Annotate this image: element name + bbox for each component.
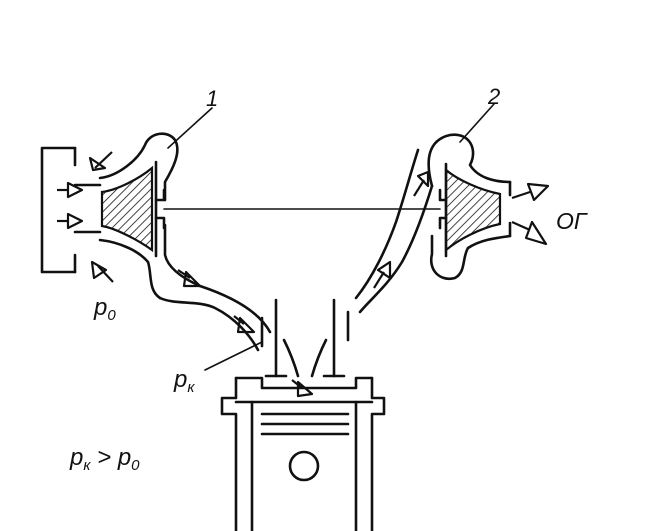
exhaust-valve <box>322 298 350 378</box>
pressure-inequality: pк > p0 <box>70 444 140 474</box>
exhaust-pipe-arrow <box>373 260 392 289</box>
turbine-inlet-arrow <box>413 170 430 197</box>
compressor-wheel <box>100 160 158 258</box>
ambient-pressure-symbol: p <box>94 294 108 321</box>
intake-arrow-2 <box>57 212 84 230</box>
air-intake-bracket <box>40 146 102 274</box>
ambient-pressure-label: p0 <box>94 294 116 324</box>
compressor-housing <box>98 132 272 352</box>
turbo-shaft <box>154 188 448 230</box>
boost-arrow-1 <box>177 269 202 288</box>
inequality-right-subscript: 0 <box>131 457 140 474</box>
turbine-wheel <box>444 162 502 258</box>
exhaust-arrow-bottom <box>511 220 548 246</box>
intake-arrow-1 <box>57 181 84 199</box>
inequality-sign: > <box>90 444 118 471</box>
turbine-number-label: 2 <box>488 84 501 109</box>
inequality-left-subscript: к <box>83 457 91 474</box>
exhaust-arrow-top <box>511 182 550 202</box>
boost-pressure-label: pк <box>174 366 194 396</box>
leader-lines <box>167 103 495 371</box>
compressor-number-label: 1 <box>206 86 219 111</box>
inequality-left-symbol: p <box>70 444 84 471</box>
boost-arrow-2 <box>233 315 256 334</box>
engine-cylinder <box>220 376 386 531</box>
boost-pressure-subscript: к <box>187 379 195 396</box>
intake-arrow-top <box>88 151 113 172</box>
piston <box>250 400 358 531</box>
exhaust-gas-label: ОГ <box>556 208 587 234</box>
ambient-pressure-subscript: 0 <box>107 307 116 324</box>
inequality-right-symbol: p <box>117 444 132 471</box>
intake-valve <box>260 298 288 378</box>
intake-arrow-bottom <box>90 260 114 283</box>
turbine-housing <box>354 133 512 314</box>
boost-pressure-symbol: p <box>174 366 188 393</box>
